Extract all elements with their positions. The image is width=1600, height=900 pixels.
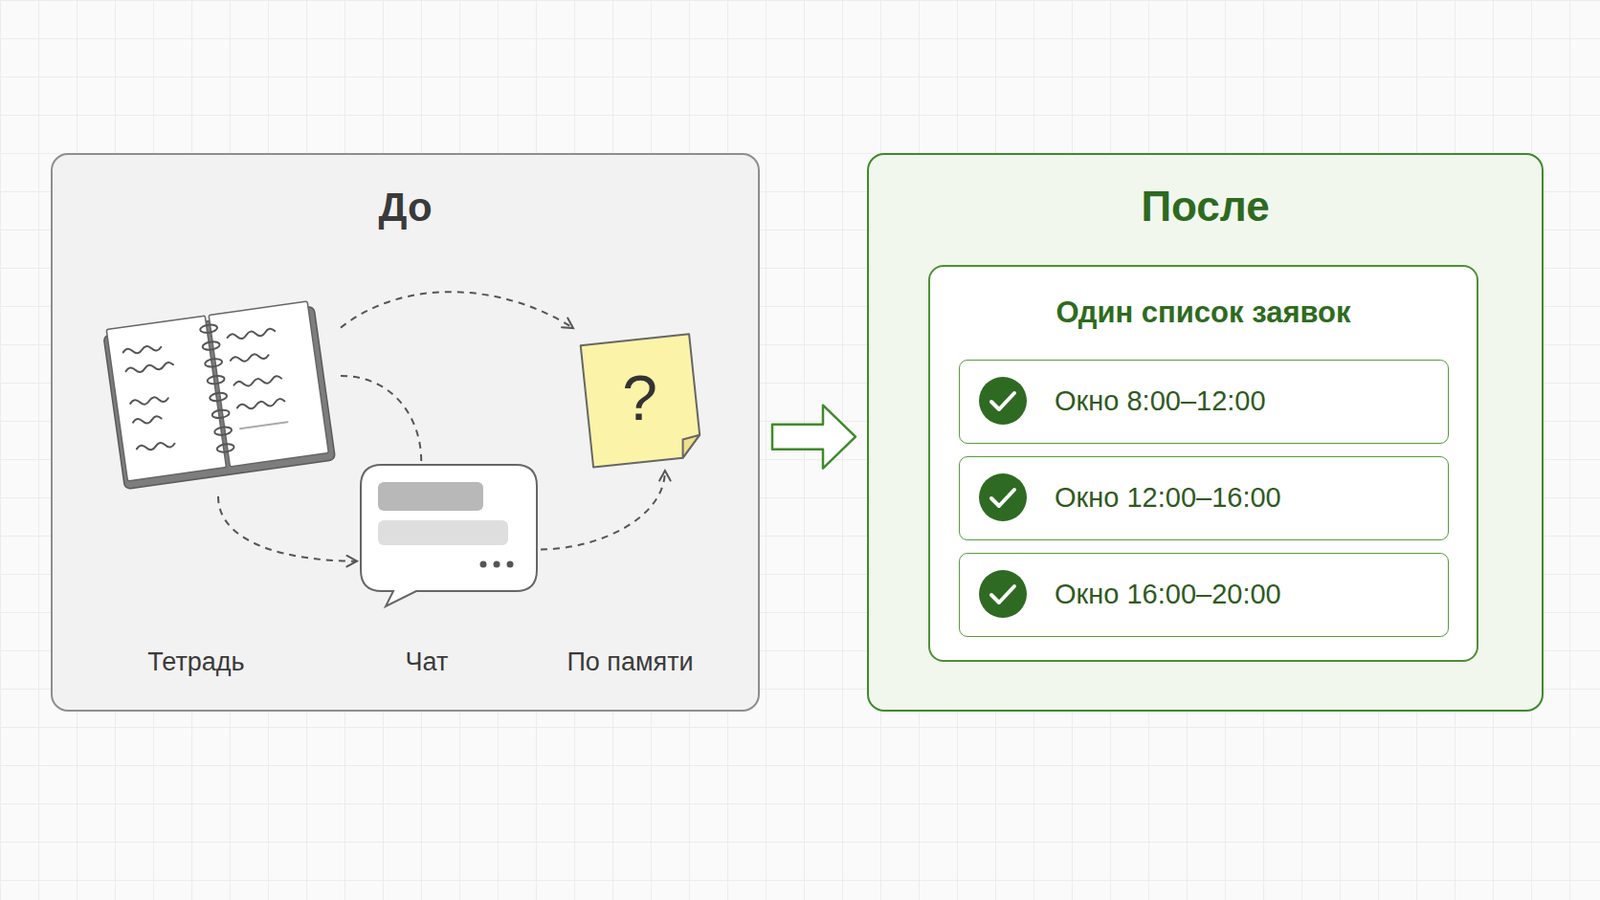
transition-arrow xyxy=(772,405,856,469)
source-label: По памяти xyxy=(563,645,697,679)
time-window-text: Окно 12:00–16:00 xyxy=(1054,480,1282,515)
notebook-icon: Тетрадь xyxy=(95,295,341,497)
panel-title: После xyxy=(868,181,1542,232)
dashed-flow-arrow xyxy=(540,470,671,550)
after-panel: ПослеОдин список заявокОкно 8:00–12:00Ок… xyxy=(866,153,1544,712)
dashed-flow-arrow xyxy=(340,291,574,329)
dashed-line xyxy=(340,291,574,329)
chat-icon-drawing xyxy=(356,461,541,609)
list-title: Один список заявок xyxy=(930,294,1477,332)
time-window-text: Окно 8:00–12:00 xyxy=(1054,383,1267,419)
check-icon xyxy=(977,376,1028,426)
time-window-text: Окно 16:00–20:00 xyxy=(1054,577,1282,612)
time-window-row: Окно 12:00–16:00 xyxy=(958,456,1449,541)
arrow-head xyxy=(561,317,574,329)
time-window-row: Окно 8:00–12:00 xyxy=(958,359,1449,445)
arrow-head xyxy=(346,555,357,568)
dashed-line xyxy=(540,470,666,550)
before-panel: ДоТетрадьЧат?По памяти xyxy=(50,153,760,712)
request-list: Один список заявокОкно 8:00–12:00Окно 12… xyxy=(928,265,1479,663)
arrow-head xyxy=(659,470,671,482)
notebook-icon-drawing xyxy=(95,295,341,497)
block-arrow-shape xyxy=(772,405,856,469)
time-window-row: Окно 16:00–20:00 xyxy=(958,553,1449,638)
check-icon xyxy=(977,472,1028,523)
dashed-flow-arrow xyxy=(218,496,357,567)
dashed-flow-arrow xyxy=(340,376,422,462)
dashed-line xyxy=(340,376,422,462)
source-label: Чат xyxy=(334,645,519,679)
dashed-line xyxy=(218,496,357,562)
question-mark: ? xyxy=(573,364,707,432)
sticky-note: ?По памяти xyxy=(573,328,707,471)
chat-icon: Чат xyxy=(356,461,541,609)
source-label: Тетрадь xyxy=(73,645,319,679)
check-icon xyxy=(977,569,1028,620)
panel-title: До xyxy=(52,183,758,232)
